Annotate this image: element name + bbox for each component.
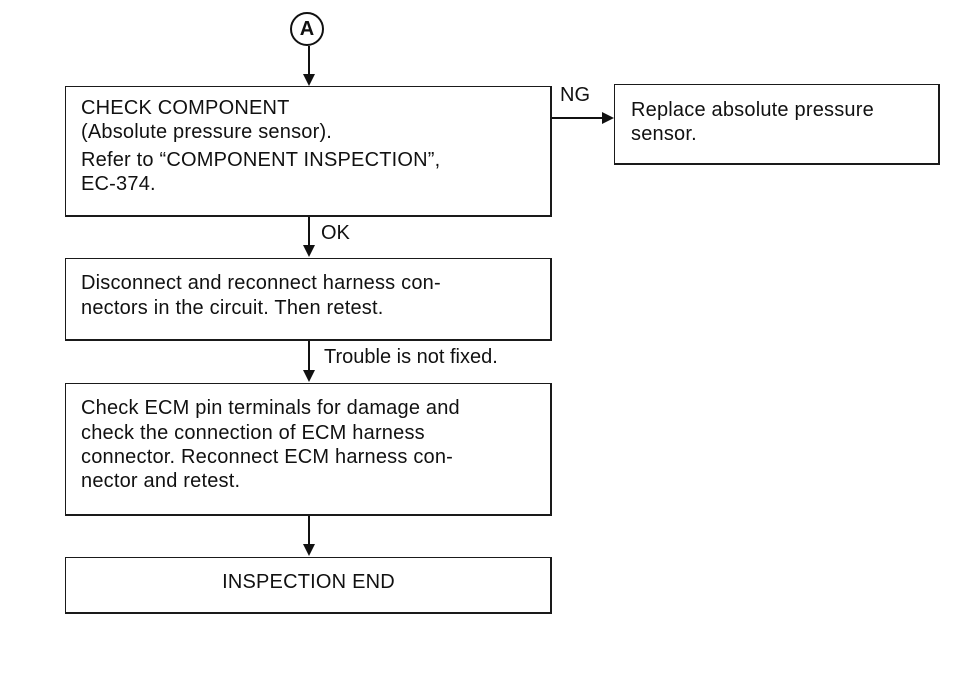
check-component-line4: EC-374.: [81, 173, 156, 195]
check-ecm-box: [65, 383, 552, 516]
reconnect-harness-line2: nectors in the circuit. Then retest.: [81, 297, 384, 319]
check-ecm-line4: nector and retest.: [81, 470, 241, 492]
reconnect-harness-box: [65, 258, 552, 341]
arrowhead-ng: [602, 112, 614, 124]
check-ecm-line2: check the connection of ECM harness: [81, 422, 425, 444]
arrowhead-to-end: [303, 544, 315, 556]
ok-label: OK: [321, 222, 350, 244]
check-component-box: [65, 86, 552, 217]
check-component-line3: Refer to “COMPONENT INSPECTION”,: [81, 149, 441, 171]
reconnect-harness-line1: Disconnect and reconnect harness con-: [81, 272, 441, 294]
replace-sensor-box: [614, 84, 940, 165]
check-ecm-line3: connector. Reconnect ECM harness con-: [81, 446, 454, 468]
inspection-end-box: [65, 557, 552, 614]
arrowhead-ok: [303, 245, 315, 257]
inspection-end-label: INSPECTION END: [222, 571, 395, 593]
arrowhead-not-fixed: [303, 370, 315, 382]
check-component-line1: CHECK COMPONENT: [81, 97, 290, 119]
replace-sensor-line2: sensor.: [631, 123, 697, 145]
arrowhead-a-to-check: [303, 74, 315, 86]
connector-a: A: [290, 12, 324, 46]
check-ecm-line1: Check ECM pin terminals for damage and: [81, 397, 460, 419]
check-component-line2: (Absolute pressure sensor).: [81, 121, 333, 143]
ng-label: NG: [560, 84, 590, 106]
replace-sensor-line1: Replace absolute pressure: [631, 99, 874, 121]
not-fixed-label: Trouble is not fixed.: [324, 346, 498, 368]
